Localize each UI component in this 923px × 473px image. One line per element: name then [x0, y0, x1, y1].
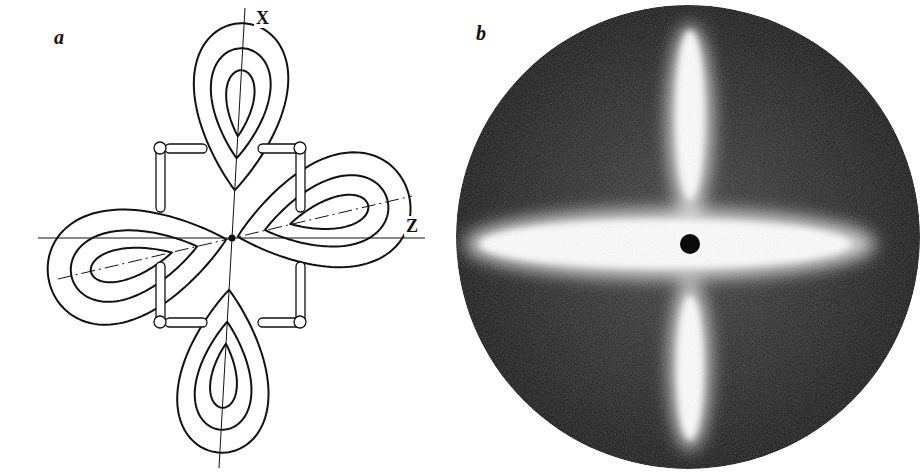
electrode-rod: [296, 262, 305, 324]
electrode-rod: [156, 262, 165, 324]
axis-label: Z: [404, 216, 420, 236]
contour-line: [194, 23, 288, 190]
electrode-rod: [156, 148, 165, 212]
contour-line: [195, 322, 252, 430]
rod-joint: [154, 316, 166, 328]
contour-line: [210, 344, 237, 408]
contour-line: [48, 210, 226, 325]
field-contours: [38, 8, 425, 468]
rod-joint: [154, 142, 166, 154]
contour-line: [177, 290, 268, 453]
rod-joint: [294, 142, 306, 154]
panel-letter: a: [52, 26, 66, 48]
contour-line: [265, 175, 388, 246]
electrode-rod: [165, 318, 207, 327]
panel-letter: b: [474, 22, 488, 44]
contour-line: [211, 48, 271, 158]
axis-line: [58, 196, 412, 279]
emission-photo: [450, 0, 923, 473]
electrode-rod: [296, 148, 305, 212]
contour-line: [226, 70, 254, 136]
contour-line: [71, 230, 197, 302]
center-dot: [229, 235, 236, 242]
axis-label: X: [254, 8, 271, 28]
rod-joint: [294, 316, 306, 328]
electrode-rod: [165, 144, 207, 153]
contour-line: [238, 152, 411, 267]
